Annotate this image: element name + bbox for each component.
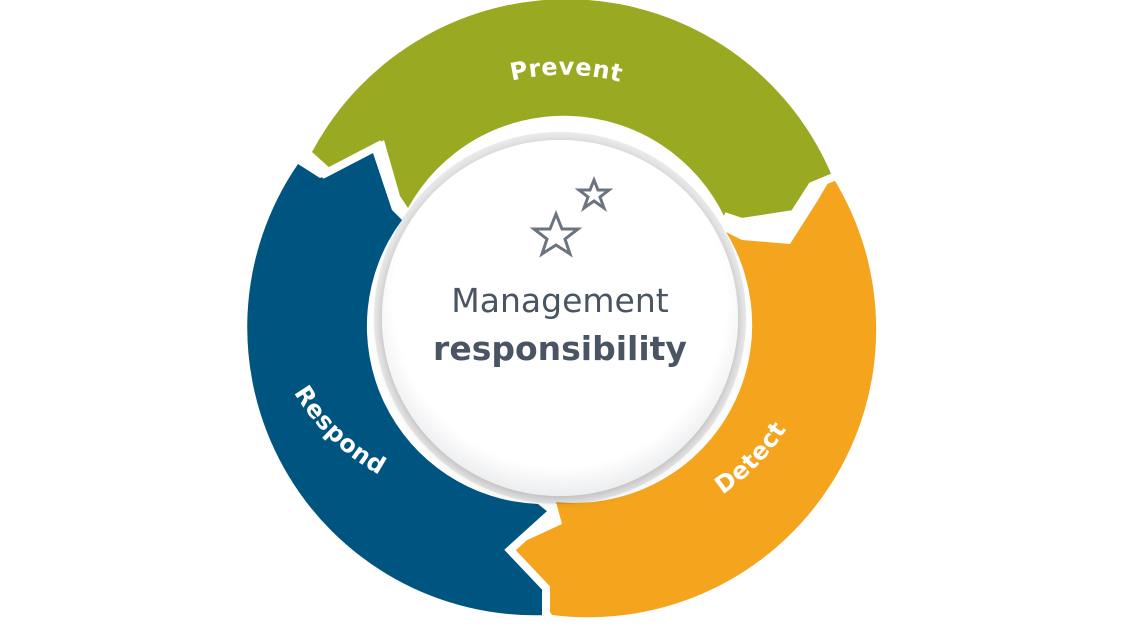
segment-prevent	[312, 0, 832, 220]
segment-detect	[510, 176, 877, 618]
separator-prevent-respond	[299, 140, 412, 218]
separator-respond-detect	[504, 498, 557, 620]
segment-respond	[247, 150, 549, 616]
center-title-line2: responsibility	[433, 329, 687, 368]
center-disc	[382, 140, 738, 496]
two-stars-icon	[529, 175, 614, 258]
separator-prevent-detect	[722, 172, 838, 227]
center-title-line1: Management	[451, 281, 668, 320]
